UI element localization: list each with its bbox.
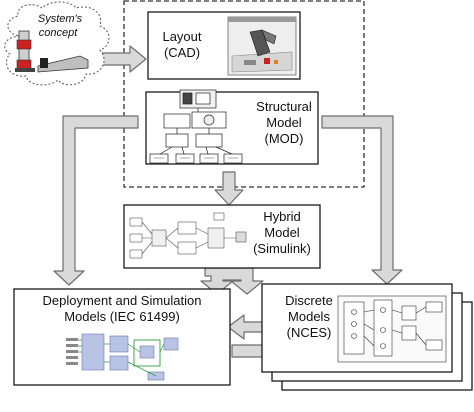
arrow-hybrid-to-models bbox=[200, 267, 264, 295]
simulink-thumbnail bbox=[129, 212, 247, 259]
deployment-simulation-box: Deployment and Simulation Models (IEC 61… bbox=[13, 288, 231, 386]
system-concept-cloud: System's concept bbox=[4, 1, 110, 86]
discrete-models-stack: Discrete Models (NCES) bbox=[261, 283, 473, 391]
discrete-title-line1: Discrete bbox=[285, 293, 333, 308]
cloud-label-line2: concept bbox=[39, 27, 78, 39]
structural-model-box: Structural Model (MOD) bbox=[145, 89, 319, 165]
hybrid-title-line2: Model bbox=[264, 225, 300, 240]
mod-tree-thumbnail bbox=[149, 89, 243, 164]
structural-title-line2: Model bbox=[266, 115, 302, 130]
arrow-structural-to-hybrid bbox=[214, 171, 244, 206]
hybrid-title-line3: (Simulink) bbox=[253, 241, 311, 256]
fb-block-1 bbox=[81, 333, 105, 371]
fb-block-2 bbox=[109, 335, 129, 353]
arrow-cloud-to-layout bbox=[99, 45, 147, 73]
arrow-structural-to-deployment bbox=[53, 115, 139, 286]
nces-thumbnail bbox=[337, 295, 447, 363]
structural-title-line3: (MOD) bbox=[265, 131, 304, 146]
dashed-boundary bbox=[123, 0, 365, 188]
iec61499-thumbnail bbox=[66, 333, 179, 381]
hybrid-model-box: Hybrid Model (Simulink) bbox=[123, 204, 321, 269]
cloud-label-line1: System's bbox=[38, 13, 83, 25]
discrete-title-line2: Models bbox=[288, 309, 330, 324]
discrete-title-line3: (NCES) bbox=[287, 325, 332, 340]
deployment-title-line2: Models (IEC 61499) bbox=[64, 309, 180, 324]
deployment-title-line1: Deployment and Simulation bbox=[43, 293, 202, 308]
fb-input-labels bbox=[66, 338, 78, 365]
fb-green-frame bbox=[133, 339, 161, 367]
cad-thumbnail bbox=[227, 16, 297, 76]
layout-title-line1: Layout bbox=[162, 29, 201, 44]
layout-cad-box: Layout (CAD) bbox=[147, 11, 301, 80]
fb-block-4 bbox=[139, 345, 155, 359]
hybrid-title-line1: Hybrid bbox=[263, 209, 301, 224]
fb-connections bbox=[78, 339, 165, 377]
fb-block-3 bbox=[109, 355, 129, 371]
layout-title-line2: (CAD) bbox=[164, 45, 200, 60]
arrow-structural-to-discrete bbox=[321, 115, 403, 285]
fb-block-5 bbox=[163, 337, 179, 351]
concept-machine-icon bbox=[15, 30, 89, 73]
structural-title-line1: Structural bbox=[256, 99, 312, 114]
